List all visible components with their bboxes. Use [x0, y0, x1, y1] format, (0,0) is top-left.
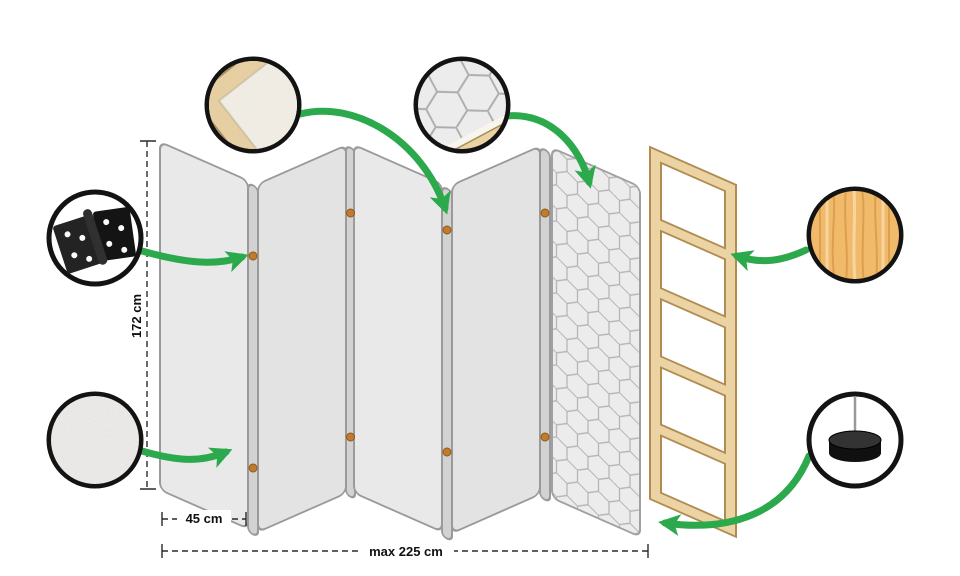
- arrow-hinge: [138, 247, 249, 273]
- panel-1: [159, 143, 249, 528]
- hinge-pin-dot: [346, 208, 355, 218]
- canvas-texture-icon: [51, 396, 139, 484]
- textured-panel-group: [539, 148, 641, 536]
- wooden-frame: [649, 145, 737, 539]
- height-dimension-ticks: [140, 140, 156, 490]
- callout-wood-material: [806, 186, 904, 284]
- hinge-pin-dot: [442, 225, 452, 235]
- panel-4: [451, 147, 541, 532]
- frame-outline: [649, 145, 737, 539]
- hinge-pin-dot: [346, 432, 355, 442]
- panel-width-ticks: [161, 512, 247, 526]
- max-width-label-bg: [358, 542, 454, 559]
- hinge-pin-dot: [442, 447, 452, 457]
- arrow-panel-pattern: [502, 112, 596, 189]
- hinge-pin-dot: [540, 432, 550, 442]
- hinge-pin-dot: [248, 463, 258, 473]
- hinge-icon: [53, 207, 136, 274]
- max-width-ticks: [161, 544, 649, 558]
- callout-frame-corner: [204, 56, 302, 154]
- hinge-pin-dot: [248, 251, 258, 261]
- arrow-canvas: [138, 447, 233, 468]
- arrow-wood: [730, 246, 810, 272]
- callout-hinge: [46, 189, 144, 287]
- callout-foot: [806, 391, 904, 489]
- callout-arrows: [138, 107, 813, 537]
- fold-edge-1-2: [247, 183, 259, 536]
- callout-panel-pattern: [413, 56, 511, 154]
- hinge-pin-dot: [540, 208, 550, 218]
- hinge-pins: [248, 208, 550, 473]
- foot-icon: [828, 396, 882, 462]
- arrow-frame-corner: [296, 107, 451, 215]
- wood-texture-icon: [811, 191, 899, 279]
- textured-panel: [551, 149, 641, 536]
- panel-2: [257, 146, 347, 531]
- panel-width-label: 45 cm: [186, 511, 223, 526]
- callout-canvas-texture: [46, 391, 144, 489]
- height-label: 172 cm: [129, 294, 144, 338]
- frame-corner-detail-icon: [209, 61, 297, 149]
- panel-3: [353, 146, 443, 531]
- fold-edge-4-5: [539, 148, 551, 502]
- folding-screen: [159, 143, 541, 541]
- arrow-foot: [658, 452, 813, 537]
- dimensions: 172 cm 45 cm max 225 cm: [129, 140, 649, 559]
- fold-edge-3-4: [441, 187, 453, 541]
- panel-width-label-bg: [177, 510, 231, 526]
- max-width-label: max 225 cm: [369, 544, 443, 559]
